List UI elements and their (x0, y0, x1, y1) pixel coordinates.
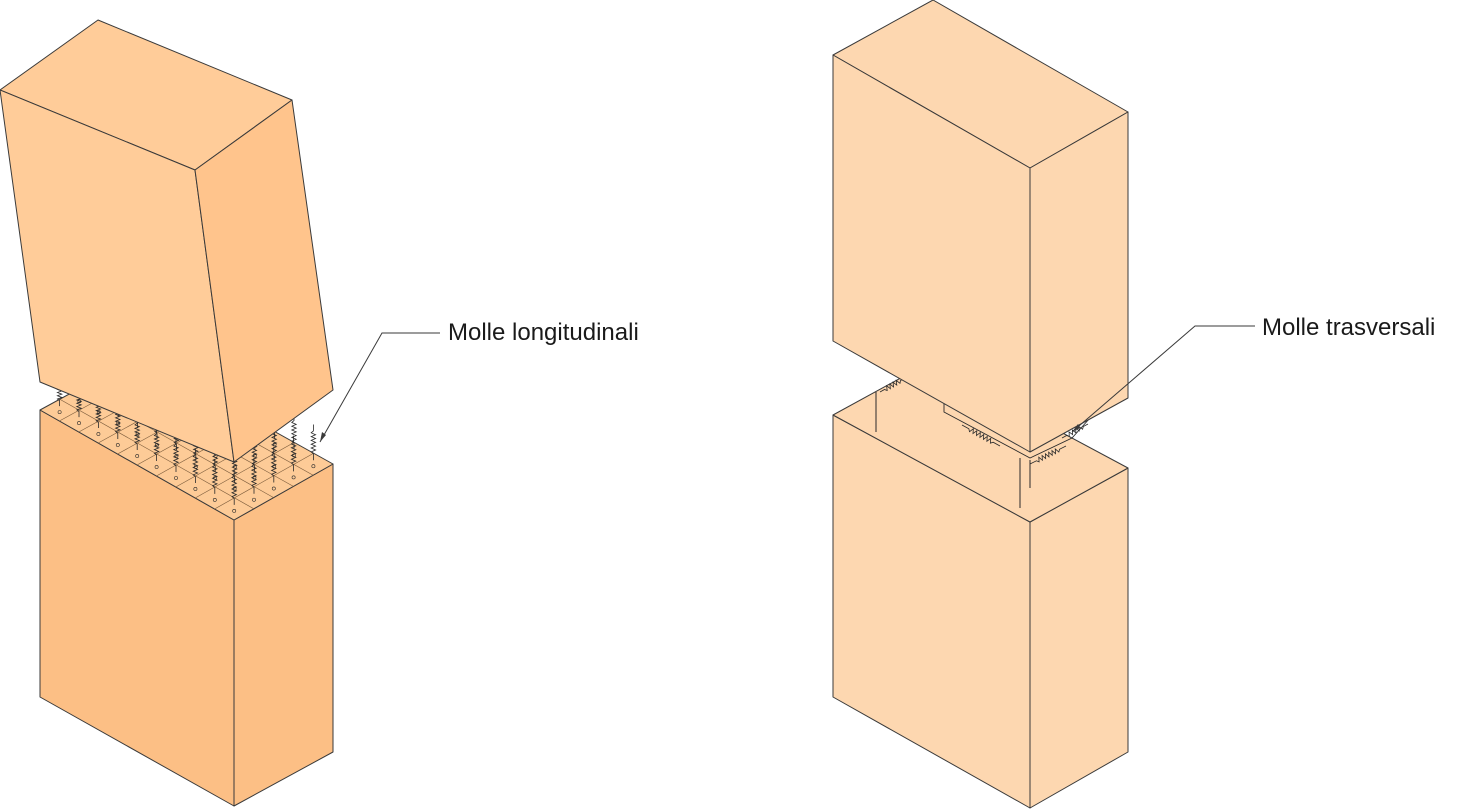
longitudinal-spring (290, 435, 297, 472)
longitudinal-spring (172, 438, 180, 472)
right-bottom-block-top (832, 361, 1129, 523)
longitudinal-spring (310, 424, 317, 461)
spring-anchor (96, 432, 101, 436)
transverse-spring (1061, 423, 1089, 439)
left-top-block (0, 19, 334, 463)
longitudinal-spring (114, 406, 122, 440)
spring-anchor (193, 487, 198, 491)
right-top-block-side (1029, 111, 1129, 453)
longitudinal-spring (250, 458, 258, 494)
left-assembly (0, 19, 334, 807)
longitudinal-spring (211, 458, 219, 494)
spring-anchor (57, 410, 62, 414)
grid-line (214, 452, 314, 510)
connector-plate (943, 402, 1091, 459)
spring-anchor (252, 497, 256, 502)
left-top-block-side (194, 99, 334, 463)
left-bottom-block-side (233, 463, 334, 807)
spring-anchor (311, 464, 316, 469)
spring-anchor (232, 509, 237, 513)
leader-lines (319, 325, 1255, 443)
leader-line-transverse (1071, 325, 1255, 433)
spring-anchor (212, 498, 217, 502)
transverse-spring (1029, 445, 1067, 465)
label-transverse-springs: Molle trasversali (1262, 314, 1436, 341)
spring-anchor (154, 465, 159, 469)
spring-anchor (271, 486, 276, 491)
grid-line (59, 398, 254, 510)
longitudinal-spring (270, 446, 278, 483)
leader-arrow-longitudinal (320, 432, 326, 442)
transverse-spring (879, 377, 906, 393)
transverse-spring (961, 424, 1001, 447)
longitudinal-spring (192, 448, 199, 483)
spring-anchor (135, 454, 140, 458)
right-assembly (832, 0, 1129, 809)
grid-line (195, 442, 295, 499)
right-bottom-block-side (1029, 467, 1129, 809)
spring-anchor (115, 443, 120, 447)
longitudinal-spring (133, 417, 141, 451)
leader-line-longitudinal (319, 332, 440, 443)
longitudinal-spring (153, 427, 160, 461)
right-top-block (832, 0, 1129, 453)
spring-anchor (291, 475, 296, 480)
longitudinal-spring (230, 469, 238, 505)
spring-anchor (174, 476, 178, 480)
leader-arrow-transverse (1072, 424, 1080, 432)
label-longitudinal-springs: Molle longitudinali (448, 319, 639, 346)
right-bottom-block (832, 361, 1129, 809)
spring-anchor (77, 421, 81, 425)
transverse-springs (875, 377, 1091, 508)
